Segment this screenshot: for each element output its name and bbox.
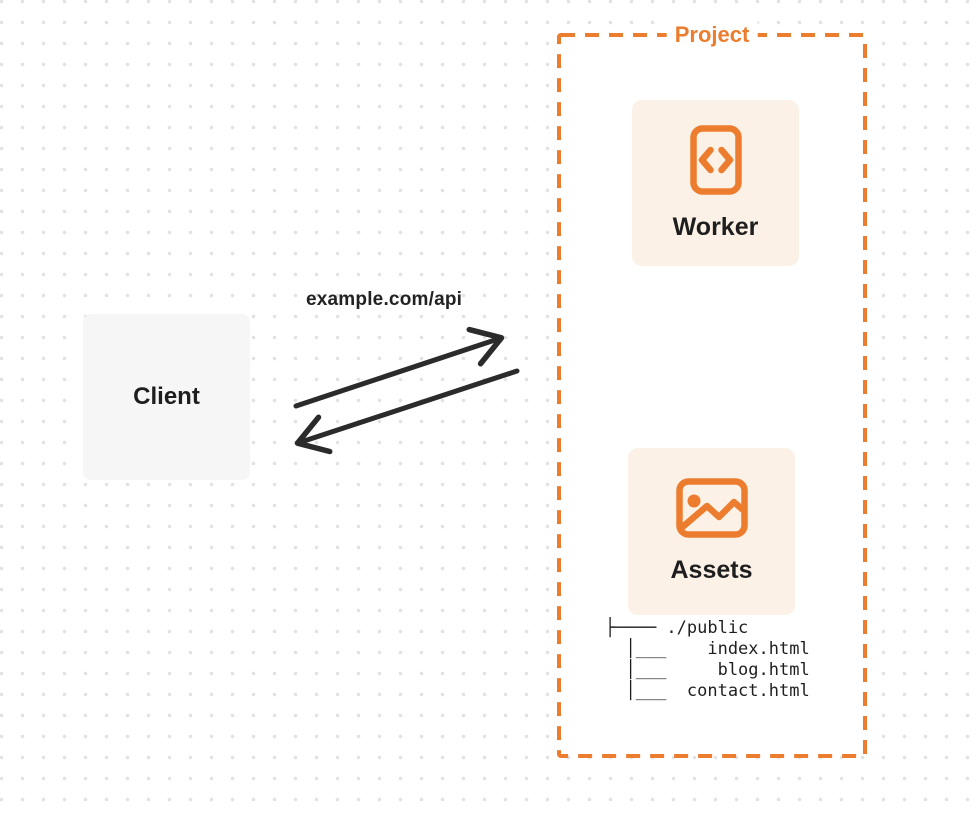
request-arrow xyxy=(293,326,505,409)
project-container: Project Worker Assets xyxy=(557,19,867,758)
response-arrow xyxy=(294,368,520,455)
assets-node: Assets xyxy=(628,448,795,615)
worker-label: Worker xyxy=(672,212,759,241)
request-url-label: example.com/api xyxy=(306,289,463,310)
client-label: Client xyxy=(133,383,200,410)
assets-label: Assets xyxy=(670,556,753,584)
code-file-icon xyxy=(689,124,742,195)
worker-node: Worker xyxy=(632,100,799,266)
assets-file-tree: ├──── ./public │___ index.html │___ blog… xyxy=(605,618,810,701)
client-node: Client xyxy=(83,314,250,480)
project-label: Project xyxy=(666,19,758,51)
image-icon-sun xyxy=(687,494,700,508)
image-icon xyxy=(675,478,748,538)
